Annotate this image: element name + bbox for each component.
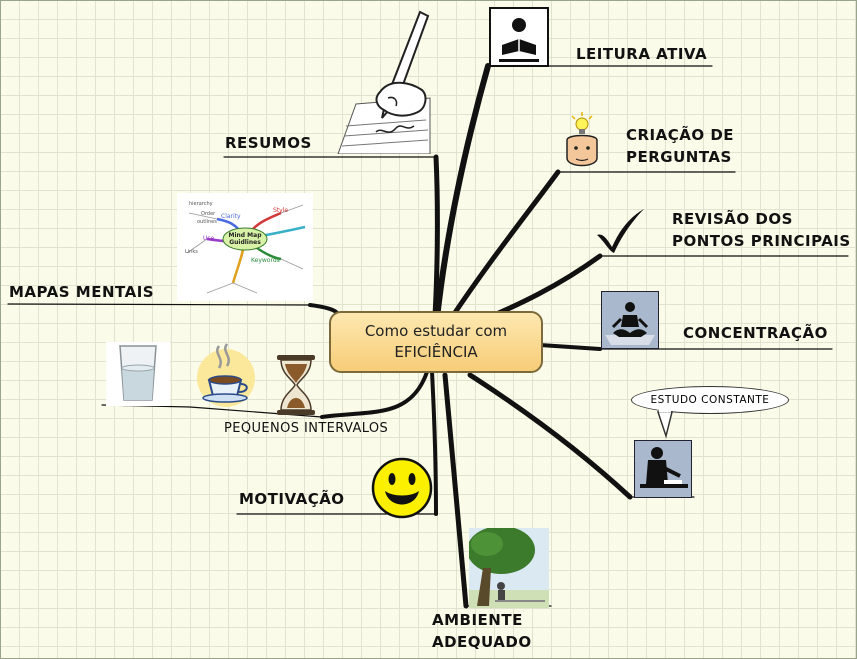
water-glass-icon: [106, 342, 170, 406]
mm-word-links: Links: [185, 249, 198, 255]
hourglass-icon: [277, 355, 315, 415]
central-topic-line1: Como estudar com: [364, 322, 508, 340]
mm-word-keywords: Keywords: [251, 257, 280, 264]
branch-motivacao[interactable]: MOTIVAÇÃO: [239, 490, 345, 508]
branch-resumos[interactable]: RESUMOS: [225, 134, 312, 152]
reading-person-icon: [489, 7, 549, 67]
branch-revisao-line2[interactable]: PONTOS PRINCIPAIS: [672, 232, 851, 250]
branch-criacao-perguntas-line2[interactable]: PERGUNTAS: [626, 148, 732, 166]
mm-word-outlines: outlines: [197, 219, 217, 225]
central-topic-line2: EFICIÊNCIA: [394, 343, 478, 361]
mm-word-clarity: Clarity: [221, 213, 241, 220]
mind-map-thumbnail-center: Mind Map Guidlines: [228, 232, 262, 246]
tree-landscape-icon: [469, 528, 549, 608]
mm-word-style: Style: [273, 207, 289, 214]
branch-concentracao[interactable]: CONCENTRAÇÃO: [683, 324, 828, 342]
branch-leitura-ativa[interactable]: LEITURA ATIVA: [576, 45, 708, 63]
student-desk-icon: [634, 440, 692, 498]
smiley-face-icon: [371, 457, 433, 519]
branch-pequenos-intervalos[interactable]: PEQUENOS INTERVALOS: [224, 421, 389, 436]
branch-revisao-line1[interactable]: REVISÃO DOS: [672, 210, 793, 228]
mm-word-hierarchy: hierarchy: [189, 201, 213, 207]
branch-mapas-mentais[interactable]: MAPAS MENTAIS: [9, 283, 155, 301]
idea-head-icon: [566, 112, 598, 167]
branch-ambiente-line2[interactable]: ADEQUADO: [432, 633, 532, 651]
central-topic[interactable]: Como estudar com EFICIÊNCIA: [329, 311, 543, 373]
writing-hand-icon: [337, 10, 431, 154]
meditation-icon: [601, 291, 659, 349]
speech-bubble-text: ESTUDO CONSTANTE: [650, 394, 770, 406]
mind-map-thumbnail: Mind Map Guidlines Clarity Style Use Key…: [177, 193, 313, 301]
speech-bubble: ESTUDO CONSTANTE: [631, 386, 789, 414]
branch-ambiente-line1[interactable]: AMBIENTE: [432, 611, 523, 629]
mm-word-order: Order: [201, 211, 216, 217]
branch-criacao-perguntas-line1[interactable]: CRIAÇÃO DE: [626, 126, 735, 144]
mind-map-thumbnail-drawing: [186, 204, 306, 294]
coffee-cup-icon: [197, 343, 255, 407]
checkmark-icon: [597, 209, 644, 253]
speech-bubble-tail: [656, 410, 673, 439]
mm-word-use: Use: [203, 235, 215, 242]
